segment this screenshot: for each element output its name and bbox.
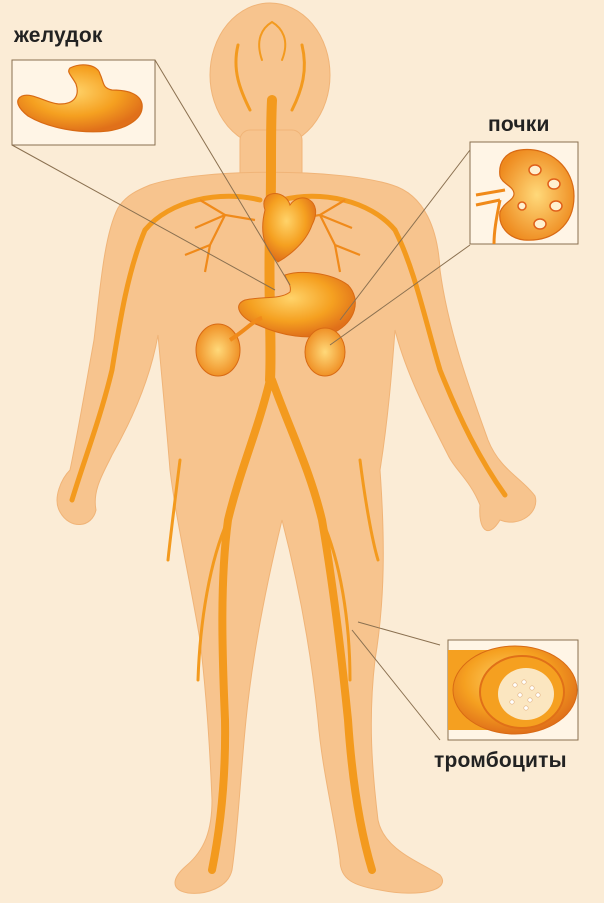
right-kidney-organ	[305, 328, 345, 376]
left-kidney-organ	[196, 324, 240, 376]
vessel-inset	[448, 640, 578, 740]
label-kidneys: почки	[488, 113, 550, 137]
kidney-inset	[470, 142, 578, 244]
label-stomach: желудок	[14, 24, 103, 48]
label-platelets: тромбоциты	[434, 749, 567, 773]
stomach-inset	[12, 60, 155, 145]
